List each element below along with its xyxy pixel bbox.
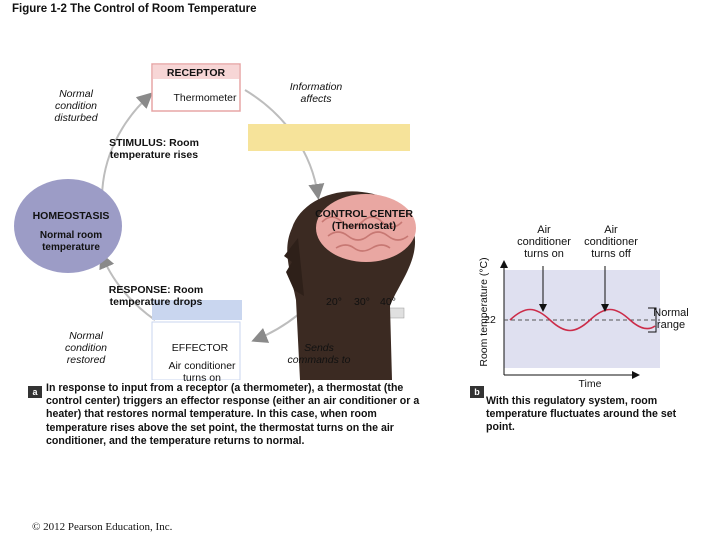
normal-disturbed-label: Normal condition disturbed [54, 88, 98, 124]
homeostasis-title: HOMEOSTASIS [32, 210, 110, 222]
graph-y-axis-label: Room temperature (°C) [478, 257, 490, 367]
receptor-item: Thermometer [173, 92, 237, 104]
caption-panel-a: In response to input from a receptor (a … [46, 382, 420, 447]
homeostasis-subtitle: Normal room temperature [39, 230, 103, 253]
panel-a-marker: a [28, 386, 42, 398]
ac-on-label: Air conditioner turns on [517, 224, 571, 260]
figure-title: Figure 1-2 The Control of Room Temperatu… [12, 3, 257, 15]
panel-b-marker: b [470, 386, 484, 398]
normal-range-band [504, 270, 660, 368]
head-silhouette-icon [284, 191, 416, 380]
normal-restored-label: Normal condition restored [64, 330, 108, 366]
stimulus-bar [248, 124, 410, 151]
control-center-label: CONTROL CENTER (Thermostat) [315, 208, 413, 232]
ac-off-label: Air conditioner turns off [584, 224, 638, 260]
temperature-wave [509, 308, 656, 332]
response-label: RESPONSE: Room temperature drops [108, 284, 204, 308]
copyright-notice: © 2012 Pearson Education, Inc. [32, 521, 173, 533]
graph-x-axis-label: Time [578, 378, 602, 390]
receptor-title: RECEPTOR [166, 67, 226, 79]
effector-strip [152, 300, 242, 320]
sends-commands-label: Sends commands to [287, 342, 351, 366]
effector-title: EFFECTOR [171, 342, 229, 354]
normal-range-bracket [648, 307, 657, 333]
arc-bottom-left [99, 252, 156, 321]
caption-panel-b: With this regulatory system, room temper… [486, 395, 677, 434]
homeostasis-cycle-diagram [14, 63, 416, 380]
graph-y-tick-22: 22 [484, 314, 496, 326]
thermostat-tick-20: 20° [326, 296, 342, 308]
stimulus-label: STIMULUS: Room temperature rises [109, 137, 199, 161]
arc-top-left [101, 92, 153, 197]
thermostat-tick-40: 40° [380, 296, 396, 308]
homeostasis-ellipse [14, 179, 122, 273]
effector-item: Air conditioner turns on [168, 360, 236, 384]
thermostat-tick-30: 30° [354, 296, 370, 308]
effector-box [151, 321, 241, 380]
temperature-graph [500, 260, 660, 379]
info-affects-label: Information affects [289, 81, 343, 105]
normal-range-label: Normal range [653, 307, 689, 331]
